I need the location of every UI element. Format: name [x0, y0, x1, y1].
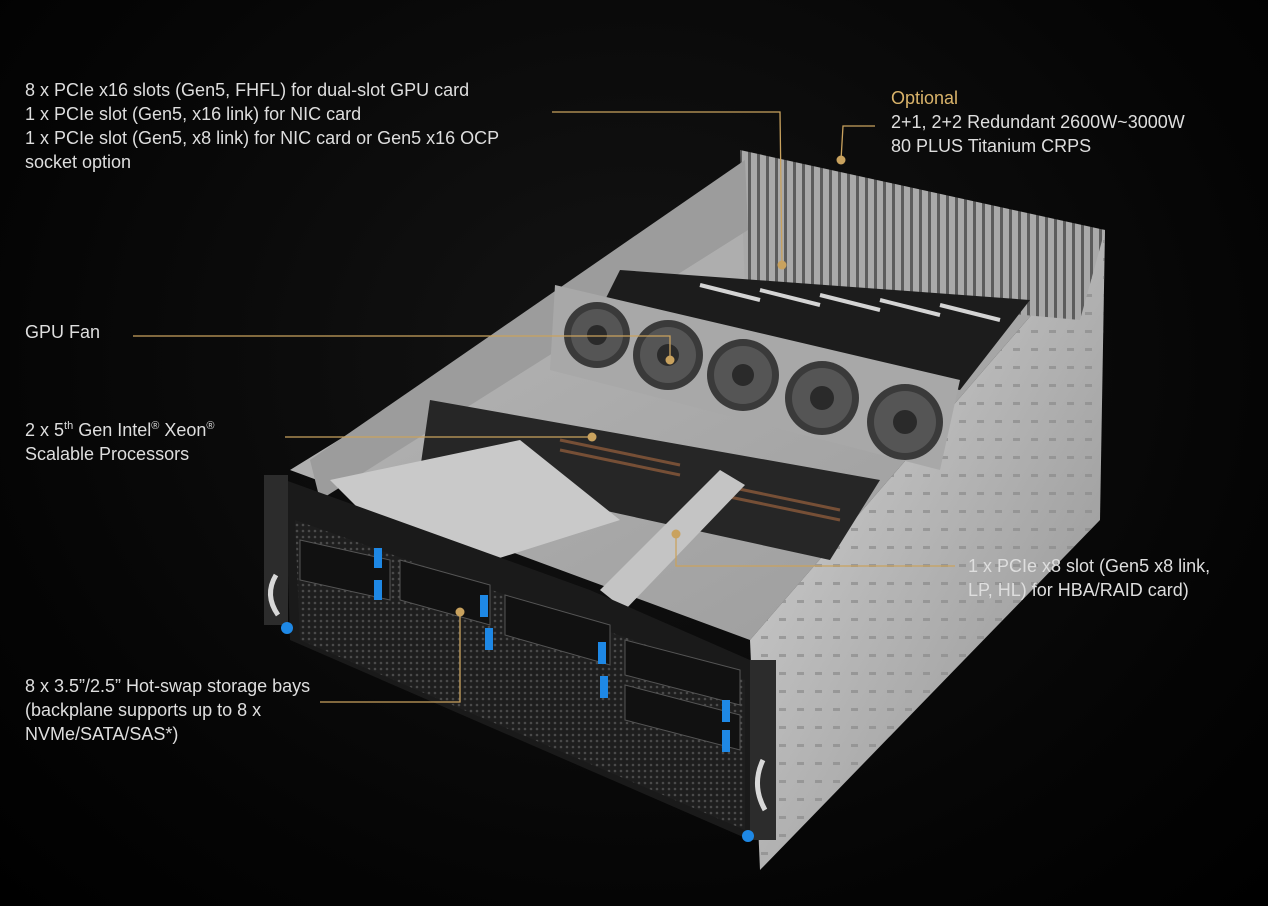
- pcie-slots-line-4: socket option: [25, 152, 132, 172]
- storage-callout: 8 x 3.5”/2.5” Hot-swap storage bays (bac…: [25, 674, 310, 746]
- processors-sup-th: th: [64, 420, 74, 432]
- processors-line-1: 2 x 5th Gen Intel® Xeon®: [25, 418, 215, 442]
- hba-slot-line-1: 1 x PCIe x8 slot (Gen5 x8 link,: [968, 556, 1211, 576]
- processors-pre: 2 x 5: [25, 420, 65, 440]
- processors-sup-reg-2: ®: [206, 420, 215, 432]
- left-handle: [268, 573, 281, 617]
- processors-sup-reg-1: ®: [151, 420, 160, 432]
- pcie-slots-line-2: 1 x PCIe slot (Gen5, x16 link) for NIC c…: [25, 104, 362, 124]
- pcie-slots-line-1: 8 x PCIe x16 slots (Gen5, FHFL) for dual…: [25, 80, 470, 100]
- right-handle: [755, 758, 768, 812]
- motherboard-area: [420, 400, 880, 560]
- psu-heading: Optional: [891, 88, 959, 108]
- storage-line-1: 8 x 3.5”/2.5” Hot-swap storage bays: [25, 676, 311, 696]
- processors-line-2: Scalable Processors: [25, 444, 190, 464]
- processors-callout: 2 x 5th Gen Intel® Xeon® Scalable Proces…: [25, 418, 215, 466]
- processors-mid: Gen Intel: [73, 420, 152, 440]
- psu-line-1: 2+1, 2+2 Redundant 2600W~3000W: [891, 112, 1185, 132]
- rear-vent-wall: [740, 150, 1105, 320]
- gpu-fan-callout: GPU Fan: [25, 320, 100, 344]
- left-rack-ear: [264, 475, 288, 625]
- pcie-riser: [600, 470, 745, 610]
- gpu-tray: [590, 270, 1030, 390]
- pcie-slots-line-3: 1 x PCIe slot (Gen5, x8 link) for NIC ca…: [25, 128, 500, 148]
- drive-bays: [299, 539, 741, 752]
- gpu-fan-label: GPU Fan: [25, 322, 101, 342]
- pcie-slots-callout: 8 x PCIe x16 slots (Gen5, FHFL) for dual…: [25, 78, 499, 174]
- storage-line-2: (backplane supports up to 8 x: [25, 700, 262, 720]
- hba-slot-line-2: LP, HL) for HBA/RAID card): [968, 580, 1189, 600]
- psu-line-2: 80 PLUS Titanium CRPS: [891, 136, 1092, 156]
- psu-callout: Optional 2+1, 2+2 Redundant 2600W~3000W …: [891, 86, 1185, 158]
- processors-post: Xeon: [159, 420, 207, 440]
- right-rack-ear: [750, 660, 776, 840]
- storage-line-3: NVMe/SATA/SAS*): [25, 724, 179, 744]
- hba-slot-callout: 1 x PCIe x8 slot (Gen5 x8 link, LP, HL) …: [968, 554, 1210, 602]
